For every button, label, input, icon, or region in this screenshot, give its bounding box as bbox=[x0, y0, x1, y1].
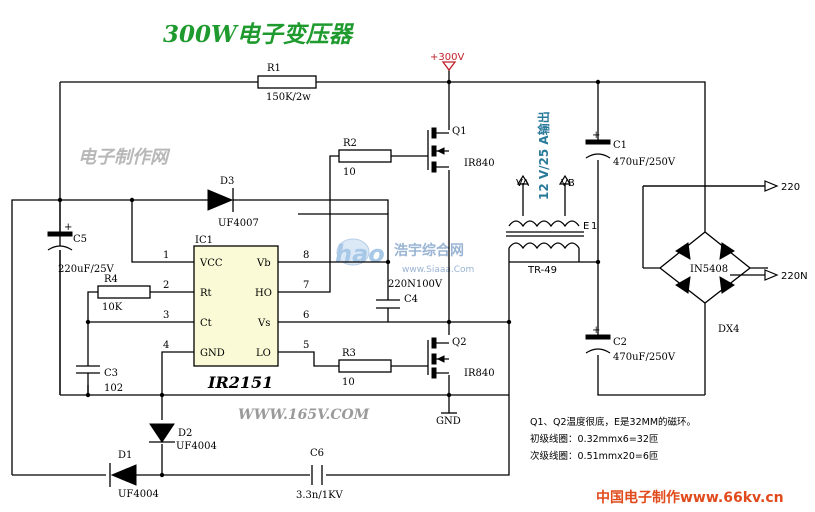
ic-pin2-name: Rt bbox=[200, 288, 212, 299]
ic1-name: IR2151 bbox=[207, 373, 273, 392]
r2-value: 10 bbox=[343, 167, 356, 178]
c5-value: 220uF/25V bbox=[58, 264, 115, 275]
r1-value: 150K/2w bbox=[266, 92, 311, 103]
ic1-ir2151: IC1 IR2151 1 VCC 2 Rt 3 Ct 4 GND 8 Vb 7 … bbox=[163, 235, 309, 392]
ic-pin4-name: GND bbox=[200, 348, 225, 359]
watermark-site-cn: 电子制作网 bbox=[78, 147, 171, 168]
c3-ref: C3 bbox=[104, 368, 118, 379]
watermark-haoyu-cn: 浩宇综合网 bbox=[394, 242, 464, 259]
supply-label: +300V bbox=[430, 52, 464, 63]
c4-ref: C4 bbox=[404, 294, 418, 305]
capacitor-c6: C6 3.3n/1KV bbox=[296, 448, 344, 501]
watermark-haoyu-url: www.Siaaa.Com bbox=[402, 265, 474, 275]
ic-pin8-num: 8 bbox=[303, 250, 309, 261]
d1-ref: D1 bbox=[118, 450, 132, 461]
c5-ref: C5 bbox=[73, 234, 87, 245]
r4-value: 10K bbox=[102, 302, 123, 313]
c3-value: 102 bbox=[104, 383, 123, 394]
ic-pin1-name: VCC bbox=[199, 258, 223, 269]
capacitor-c3: C3 102 bbox=[76, 365, 123, 395]
svg-text:+: + bbox=[592, 130, 600, 141]
c1-value: 470uF/250V bbox=[613, 157, 676, 168]
d1-value: UF4004 bbox=[118, 489, 159, 500]
r1-ref: R1 bbox=[267, 63, 281, 74]
q2-ref: Q2 bbox=[452, 337, 467, 348]
wiring bbox=[11, 70, 768, 476]
diode-d1: D1 UF4004 bbox=[109, 450, 159, 500]
ic-pin1-num: 1 bbox=[163, 250, 169, 261]
ic-pin4-num: 4 bbox=[163, 340, 169, 351]
capacitor-c1: + C1 470uF/250V bbox=[585, 130, 676, 168]
c6-ref: C6 bbox=[310, 448, 324, 459]
note-line-3: 次级线圈：0.51mmx20=6匝 bbox=[530, 450, 659, 462]
tr-vb: VB bbox=[561, 178, 575, 189]
q2-value: IR840 bbox=[464, 368, 495, 379]
capacitor-c2: + C2 470uF/250V bbox=[585, 325, 676, 363]
capacitor-c5: + C5 220uF/25V bbox=[47, 222, 115, 275]
watermark-footer: 中国电子制作www.66kv.cn bbox=[596, 489, 784, 506]
watermark-165v: WWW.165V.COM bbox=[238, 407, 370, 423]
ic-pin6-num: 6 bbox=[303, 310, 309, 321]
svg-text:+: + bbox=[592, 325, 600, 336]
bridge-dx4: IN5408 DX4 bbox=[643, 185, 765, 335]
ic-pin3-num: 3 bbox=[163, 310, 169, 321]
resistor-r2: R2 10 bbox=[338, 138, 392, 178]
mosfet-q2: Q2 IR840 bbox=[427, 337, 495, 379]
r4-ref: R4 bbox=[104, 274, 118, 285]
d3-ref: D3 bbox=[220, 176, 234, 187]
ic-pin5-name: LO bbox=[256, 348, 271, 359]
d3-value: UF4007 bbox=[218, 218, 259, 229]
ac-input: 220 220N bbox=[764, 180, 808, 282]
ic-pin8-name: Vb bbox=[256, 258, 271, 269]
tr-va: VA bbox=[516, 178, 529, 189]
diode-d3: D3 UF4007 bbox=[207, 176, 259, 229]
svg-text:+: + bbox=[64, 222, 72, 233]
resistor-r1: R1 150K/2w bbox=[257, 63, 317, 103]
ic-pin6-name: Vs bbox=[257, 318, 270, 329]
q1-value: IR840 bbox=[464, 158, 495, 169]
ic-pin7-name: HO bbox=[255, 288, 272, 299]
ic-pin7-num: 7 bbox=[303, 280, 309, 291]
capacitor-c4: C4 220N100V bbox=[376, 279, 443, 309]
watermark-haoyu: hao 浩宇综合网 www.Siaaa.Com bbox=[335, 238, 474, 275]
ac-in1-label: 220 bbox=[781, 182, 800, 193]
c6-value: 3.3n/1KV bbox=[296, 490, 344, 501]
r2-ref: R2 bbox=[343, 138, 357, 149]
transformer-tr49: VA VB E 1 TR-49 12 V/25 A输出 bbox=[506, 111, 597, 276]
tr-pin-1: 1 bbox=[591, 221, 597, 232]
tr-ref: TR-49 bbox=[527, 265, 557, 276]
ground-label: GND bbox=[436, 416, 461, 427]
tr-tap-e: E bbox=[583, 221, 589, 232]
c2-value: 470uF/250V bbox=[613, 352, 676, 363]
c2-ref: C2 bbox=[613, 337, 627, 348]
ic-pin3-name: Ct bbox=[200, 318, 212, 329]
ic1-ref: IC1 bbox=[195, 235, 213, 246]
c1-ref: C1 bbox=[613, 140, 627, 151]
winding-notes: Q1、Q2温度很底，E是32MM的磁环。 初级线圈：0.32mmx6=32匝 次… bbox=[530, 416, 696, 462]
tr-output-label: 12 V/25 A输出 bbox=[536, 111, 551, 200]
bridge-value: IN5408 bbox=[690, 264, 728, 275]
ground-symbol: GND bbox=[436, 412, 461, 427]
supply-300v: +300V bbox=[430, 52, 464, 72]
ic-pin5-num: 5 bbox=[303, 340, 309, 351]
q1-ref: Q1 bbox=[452, 126, 467, 137]
resistor-r4: R4 10K bbox=[97, 274, 151, 313]
diode-d2: D2 UF4004 bbox=[149, 423, 217, 452]
r3-ref: R3 bbox=[342, 348, 356, 359]
bridge-ref: DX4 bbox=[718, 324, 740, 335]
r3-value: 10 bbox=[342, 377, 355, 388]
c4-value: 220N100V bbox=[388, 279, 443, 290]
watermark-haoyu-logo: hao bbox=[335, 240, 385, 268]
diagram-title: 300W电子变压器 bbox=[163, 21, 355, 48]
d2-ref: D2 bbox=[178, 428, 192, 439]
ic-pin2-num: 2 bbox=[163, 280, 169, 291]
ac-in2-label: 220N bbox=[781, 271, 808, 282]
resistor-r3: R3 10 bbox=[338, 348, 392, 388]
note-line-2: 初级线圈：0.32mmx6=32匝 bbox=[530, 433, 659, 445]
d2-value: UF4004 bbox=[176, 441, 217, 452]
junction-dots bbox=[57, 79, 601, 478]
note-line-1: Q1、Q2温度很底，E是32MM的磁环。 bbox=[530, 416, 696, 428]
mosfet-q1: Q1 IR840 bbox=[427, 126, 495, 173]
